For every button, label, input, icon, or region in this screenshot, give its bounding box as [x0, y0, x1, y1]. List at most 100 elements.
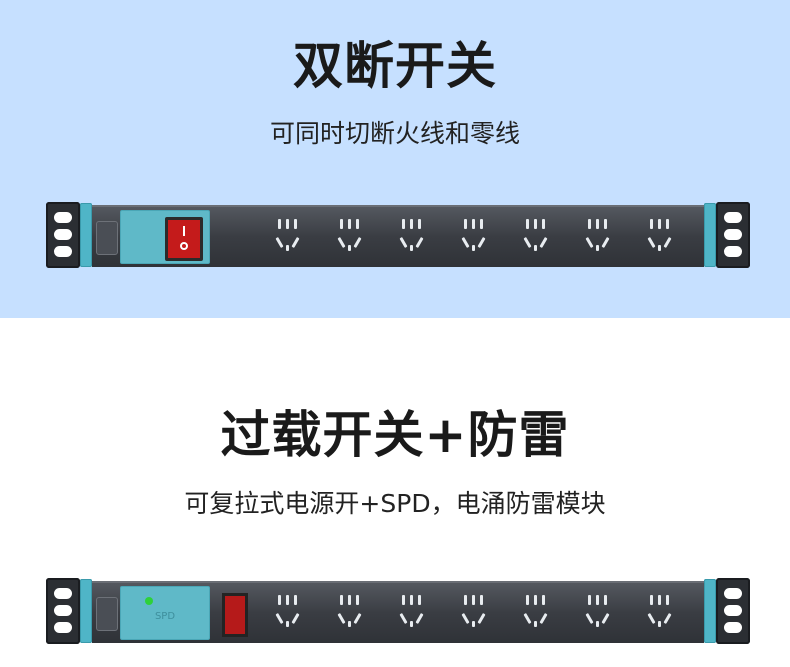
power-outlet[interactable] — [258, 215, 320, 259]
circle-mark-icon — [180, 242, 188, 250]
outlet-pin-icon — [534, 621, 537, 627]
section1-title: 双断开关 — [293, 37, 497, 95]
section2-subtitle: 可复拉式电源开+SPD，电涌防雷模块 — [184, 489, 606, 518]
outlet-pin-icon — [666, 219, 669, 229]
outlet-pin-icon — [348, 621, 351, 627]
outlet-pin-icon — [534, 219, 537, 229]
switch-module — [120, 210, 210, 264]
outlet-pin-icon — [410, 219, 413, 229]
outlet-pin-icon — [337, 612, 346, 625]
outlet-pin-icon — [658, 621, 661, 627]
outlet-pin-icon — [585, 236, 594, 249]
power-mark-icon — [183, 226, 185, 236]
rocker-switch[interactable] — [165, 217, 203, 261]
outlet-pin-icon — [286, 245, 289, 251]
outlet-pin-icon — [472, 621, 475, 627]
outlet-pin-icon — [340, 219, 343, 229]
outlet-pin-icon — [291, 612, 300, 625]
label-plate — [96, 221, 118, 255]
spd-module: SPD — [120, 586, 210, 640]
outlet-pin-icon — [596, 219, 599, 229]
outlet-pin-icon — [294, 595, 297, 605]
outlet-pin-icon — [472, 245, 475, 251]
power-outlet[interactable] — [506, 591, 568, 635]
power-outlet[interactable] — [630, 591, 692, 635]
outlet-pin-icon — [464, 595, 467, 605]
end-cap-right — [704, 203, 716, 267]
outlet-pin-icon — [348, 245, 351, 251]
outlet-pin-icon — [477, 236, 486, 249]
outlet-pin-icon — [539, 236, 548, 249]
power-outlet[interactable] — [568, 215, 630, 259]
outlet-pin-icon — [666, 595, 669, 605]
outlet-pin-icon — [601, 612, 610, 625]
end-cap-left — [80, 579, 92, 643]
outlet-pin-icon — [658, 245, 661, 251]
outlet-pin-icon — [542, 595, 545, 605]
outlet-pin-icon — [663, 236, 672, 249]
label-plate — [96, 597, 118, 631]
power-outlet[interactable] — [382, 215, 444, 259]
outlet-pin-icon — [410, 621, 413, 627]
outlet-pin-icon — [534, 245, 537, 251]
end-cap-right — [704, 579, 716, 643]
power-outlet[interactable] — [630, 215, 692, 259]
outlet-pin-icon — [410, 245, 413, 251]
outlet-pin-icon — [348, 595, 351, 605]
power-outlet[interactable] — [320, 591, 382, 635]
outlet-pin-icon — [526, 595, 529, 605]
spd-label: SPD — [154, 611, 176, 622]
outlet-pin-icon — [588, 595, 591, 605]
outlet-pin-icon — [418, 219, 421, 229]
outlet-pin-icon — [526, 219, 529, 229]
outlet-pin-icon — [480, 595, 483, 605]
power-outlet[interactable] — [444, 591, 506, 635]
outlet-pin-icon — [410, 595, 413, 605]
outlet-pin-icon — [278, 595, 281, 605]
power-outlet[interactable] — [506, 215, 568, 259]
power-outlet[interactable] — [444, 215, 506, 259]
outlet-pin-icon — [523, 612, 532, 625]
outlet-pin-icon — [415, 236, 424, 249]
outlet-pin-icon — [477, 612, 486, 625]
outlet-pin-icon — [464, 219, 467, 229]
outlet-pin-icon — [658, 219, 661, 229]
outlet-pin-icon — [337, 236, 346, 249]
overload-switch[interactable] — [222, 593, 248, 637]
outlet-pin-icon — [286, 595, 289, 605]
outlet-pin-icon — [402, 219, 405, 229]
power-outlet[interactable] — [320, 215, 382, 259]
power-outlet[interactable] — [258, 591, 320, 635]
status-led-icon — [145, 597, 153, 605]
outlet-pin-icon — [399, 612, 408, 625]
outlet-pin-icon — [275, 612, 284, 625]
outlet-pin-icon — [650, 595, 653, 605]
outlet-pin-icon — [523, 236, 532, 249]
outlet-pin-icon — [353, 236, 362, 249]
outlet-pin-icon — [647, 612, 656, 625]
outlet-pin-icon — [399, 236, 408, 249]
end-cap-left — [80, 203, 92, 267]
outlet-row — [258, 215, 754, 259]
outlet-pin-icon — [596, 621, 599, 627]
outlet-pin-icon — [402, 595, 405, 605]
power-outlet[interactable] — [568, 591, 630, 635]
outlet-pin-icon — [534, 595, 537, 605]
outlet-pin-icon — [286, 621, 289, 627]
outlet-pin-icon — [472, 595, 475, 605]
outlet-pin-icon — [348, 219, 351, 229]
outlet-pin-icon — [596, 595, 599, 605]
outlet-pin-icon — [356, 219, 359, 229]
outlet-pin-icon — [291, 236, 300, 249]
outlet-pin-icon — [461, 236, 470, 249]
pdu-body: SPD — [92, 581, 734, 643]
outlet-pin-icon — [588, 219, 591, 229]
outlet-pin-icon — [286, 219, 289, 229]
outlet-pin-icon — [539, 612, 548, 625]
outlet-row — [258, 591, 754, 635]
outlet-pin-icon — [604, 595, 607, 605]
mounting-ear-left — [46, 202, 80, 268]
outlet-pin-icon — [340, 595, 343, 605]
outlet-pin-icon — [480, 219, 483, 229]
power-outlet[interactable] — [382, 591, 444, 635]
